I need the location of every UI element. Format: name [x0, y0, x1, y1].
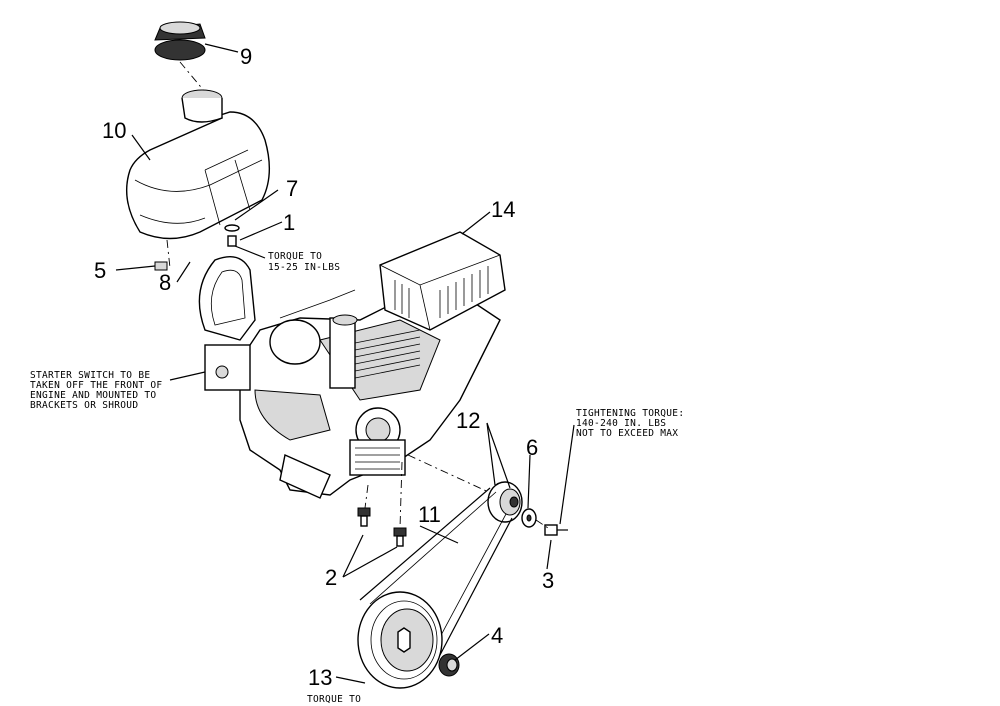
muffler-part	[379, 231, 506, 331]
callout-14: 14	[491, 197, 515, 222]
tightening-note-line-3: NOT TO EXCEED MAX	[576, 428, 678, 439]
callout-11: 11	[418, 502, 441, 527]
callout-2: 2	[325, 565, 337, 590]
shaft-axis-line	[407, 454, 496, 496]
callout-4: 4	[491, 623, 503, 648]
callout-6: 6	[526, 435, 538, 460]
recoil-handle-part	[198, 256, 256, 391]
cap-axis-line	[179, 61, 206, 93]
fuel-tank-part	[125, 89, 270, 240]
washer-part-6	[521, 508, 537, 528]
starter-note-line-1: STARTER SWITCH TO BE	[30, 370, 150, 381]
starter-note-line-2: TAKEN OFF THE FRONT OF	[30, 380, 162, 391]
callout-13: 13	[308, 665, 332, 690]
bolt-part-2b	[393, 527, 407, 547]
drive-belt-part	[359, 487, 513, 656]
screw-part-1	[227, 235, 237, 247]
torque-note-1-line-2: 15-25 IN-LBS	[268, 262, 340, 273]
nut-part-4	[438, 653, 460, 677]
bolt-part-2a	[357, 507, 371, 527]
tightening-note-line-1: TIGHTENING TORQUE:	[576, 408, 684, 419]
callout-1: 1	[283, 210, 295, 235]
fuel-cap-part	[154, 21, 206, 61]
tank-axis-line	[166, 239, 171, 269]
tightening-note-line-2: 140-240 IN. LBS	[576, 418, 666, 429]
drive-pulley-part	[487, 481, 523, 523]
washer-part-7	[224, 224, 240, 232]
callout-10: 10	[102, 118, 126, 143]
callout-8: 8	[159, 270, 171, 295]
bolt-axis-line-1	[364, 484, 369, 509]
torque-note-1-line-1: TORQUE TO	[268, 251, 322, 262]
callout-12: 12	[456, 408, 480, 433]
bolt-3-axis-line	[535, 519, 549, 529]
callout-7: 7	[286, 176, 298, 201]
leader-lines	[115, 43, 575, 684]
bolt-axis-line-2	[399, 461, 403, 529]
starter-note-line-3: ENGINE AND MOUNTED TO	[30, 390, 156, 401]
bolt-part-3	[544, 524, 568, 536]
torque-note-1: TORQUE TO 15-25 IN-LBS	[268, 251, 340, 273]
torque-note-13-line-1: TORQUE TO	[307, 694, 361, 705]
starter-switch-note: STARTER SWITCH TO BE TAKEN OFF THE FRONT…	[30, 370, 162, 411]
engine-body-part	[239, 299, 501, 499]
large-pulley-part	[357, 591, 443, 689]
torque-note-13: TORQUE TO	[307, 694, 361, 705]
fitting-part-5	[154, 261, 168, 271]
starter-note-line-4: BRACKETS OR SHROUD	[30, 400, 138, 411]
callout-5: 5	[94, 258, 106, 283]
tightening-torque-note: TIGHTENING TORQUE: 140-240 IN. LBS NOT T…	[576, 408, 684, 439]
callout-9: 9	[240, 44, 252, 69]
throttle-cable	[279, 289, 356, 319]
callout-3: 3	[542, 568, 554, 593]
